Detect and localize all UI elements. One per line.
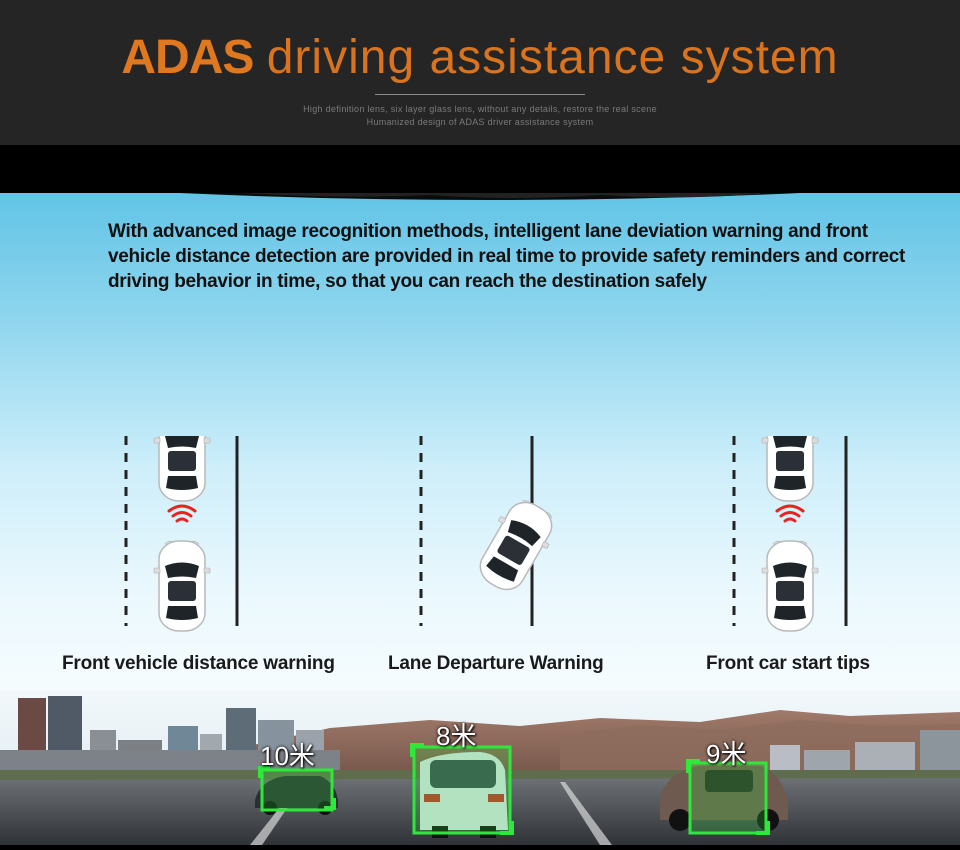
- front-car-start-icon: [732, 436, 848, 632]
- detection-distance-label: 8米: [436, 721, 477, 751]
- detection-distance-label: 9米: [706, 739, 747, 769]
- feature-caption-distance-warning: Front vehicle distance warning: [62, 653, 335, 674]
- subtitle-line-2: Humanized design of ADAS driver assistan…: [366, 117, 594, 127]
- road-scene-image: [0, 690, 960, 845]
- feature-description: With advanced image recognition methods,…: [108, 221, 906, 292]
- title-bold: ADAS: [121, 31, 254, 84]
- subtitle-line-1: High definition lens, six layer glass le…: [303, 104, 657, 114]
- road-scene: 10米 8米 9米: [0, 690, 960, 845]
- detection-distance-label: 10米: [260, 741, 315, 771]
- divider-band: [0, 145, 960, 193]
- header: ADAS driving assistance system High defi…: [0, 0, 960, 145]
- lane-departure-icon: [419, 436, 564, 626]
- feature-caption-lane-departure: Lane Departure Warning: [388, 653, 604, 674]
- feature-panel: With advanced image recognition methods,…: [0, 193, 960, 690]
- feature-caption-front-car-start: Front car start tips: [706, 653, 870, 674]
- page-title: ADAS driving assistance system: [0, 30, 960, 86]
- swoosh-decoration: [180, 193, 800, 200]
- header-divider: [375, 94, 585, 95]
- car-distance-warning-icon: [124, 436, 239, 632]
- title-light: driving assistance system: [266, 31, 839, 84]
